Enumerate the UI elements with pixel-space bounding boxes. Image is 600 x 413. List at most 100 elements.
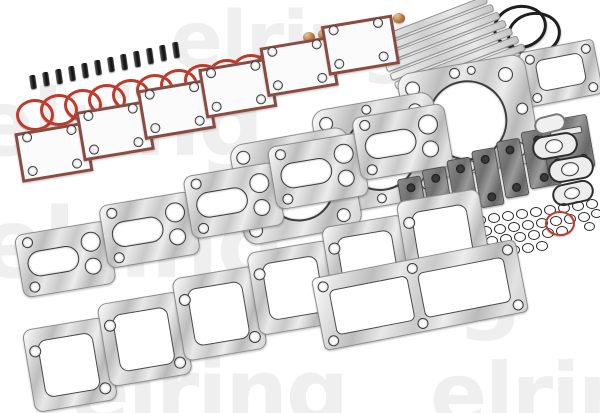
frame-bolt-hole bbox=[255, 93, 267, 106]
valve-stem-seal bbox=[171, 41, 181, 59]
small-black-o-ring bbox=[572, 201, 584, 211]
shim-hole bbox=[486, 191, 498, 203]
valve-pocket bbox=[109, 214, 166, 249]
frame-bolt-hole bbox=[26, 165, 39, 177]
cover-window bbox=[186, 280, 251, 347]
brass-sealing-cap bbox=[393, 13, 405, 23]
bolt-hole bbox=[112, 251, 126, 265]
valve-stem-seal bbox=[29, 74, 37, 90]
side-cover-bolt-hole bbox=[511, 298, 525, 312]
bore-hole bbox=[247, 171, 271, 195]
brass-sealing-cap bbox=[303, 32, 315, 42]
bolt-hole bbox=[21, 236, 34, 250]
small-black-o-ring bbox=[586, 199, 598, 209]
flange-port bbox=[534, 51, 588, 93]
valve-pocket bbox=[194, 185, 250, 220]
bolt-hole bbox=[197, 222, 210, 235]
water-hole bbox=[466, 65, 477, 76]
small-black-o-ring bbox=[514, 232, 526, 242]
flange-bolt-hole bbox=[531, 92, 544, 104]
frame-bolt-hole bbox=[82, 110, 95, 122]
frame-bolt-hole bbox=[71, 157, 83, 170]
head-bolt-hole bbox=[496, 65, 515, 84]
manifold-port bbox=[559, 160, 581, 178]
small-black-o-ring bbox=[591, 209, 600, 218]
shim-hole bbox=[455, 163, 466, 175]
frame-bolt-hole bbox=[272, 79, 284, 92]
bore-hole bbox=[336, 168, 357, 188]
shim-hole bbox=[511, 182, 522, 193]
frame-bolt-hole bbox=[132, 136, 145, 148]
small-black-o-ring bbox=[488, 213, 500, 223]
small-black-o-ring bbox=[502, 211, 514, 221]
frame-bolt-hole bbox=[193, 114, 206, 127]
small-black-o-ring bbox=[528, 230, 540, 240]
small-black-o-ring bbox=[578, 212, 590, 222]
shim-hole bbox=[430, 173, 441, 184]
frame-bolt-hole bbox=[65, 124, 78, 136]
side-cover-window bbox=[416, 256, 512, 319]
bolt-hole bbox=[281, 192, 295, 206]
side-cover-bolt-hole bbox=[327, 334, 341, 348]
valve-stem-seal bbox=[80, 62, 90, 79]
small-black-o-ring bbox=[530, 207, 542, 217]
valve-pocket bbox=[25, 244, 82, 279]
small-black-o-ring bbox=[516, 209, 528, 219]
small-black-o-ring bbox=[584, 222, 595, 231]
side-cover-bolt-hole bbox=[316, 280, 330, 294]
valve-stem-seal bbox=[42, 71, 50, 87]
bore-hole bbox=[252, 197, 272, 218]
watermark-text: elring bbox=[430, 345, 600, 413]
bolt-hole bbox=[189, 177, 203, 191]
valve-stem-seal bbox=[158, 44, 168, 62]
water-hole bbox=[448, 66, 461, 80]
frame-bolt-hole bbox=[333, 58, 345, 70]
frame-bolt-hole bbox=[21, 131, 33, 144]
single-red-o-ring bbox=[545, 211, 575, 236]
frame-bolt-hole bbox=[372, 17, 384, 29]
frame-bolt-hole bbox=[266, 46, 279, 58]
frame-bolt-hole bbox=[205, 67, 217, 79]
bolt-hole bbox=[365, 163, 379, 177]
bore-hole bbox=[167, 227, 188, 247]
cover-window bbox=[111, 306, 177, 373]
shim-hole bbox=[405, 182, 417, 193]
frame-bolt-hole bbox=[127, 102, 139, 115]
fibre-frame bbox=[320, 14, 401, 76]
frame-bolt-hole bbox=[377, 50, 390, 63]
frame-bolt-hole bbox=[310, 38, 323, 51]
manifold-port bbox=[543, 137, 565, 155]
valve-stem-seal bbox=[93, 59, 103, 76]
valve-pocket bbox=[278, 156, 335, 191]
valve-stem-seal bbox=[132, 50, 142, 68]
valve-stem-seal bbox=[54, 68, 64, 85]
valve-stem-seal bbox=[106, 56, 116, 73]
frame-bolt-hole bbox=[188, 81, 200, 93]
manifold-port bbox=[562, 185, 582, 201]
bolt-hole bbox=[358, 119, 372, 132]
small-black-o-ring bbox=[522, 220, 534, 230]
valve-stem-seal bbox=[119, 53, 129, 71]
valve-stem-seal bbox=[145, 47, 155, 65]
bore-hole bbox=[332, 142, 356, 166]
small-black-o-ring bbox=[494, 224, 506, 234]
oil-hole bbox=[515, 101, 530, 116]
valve-stem-seal bbox=[67, 65, 77, 82]
frame-bolt-hole bbox=[327, 24, 340, 37]
frame-bolt-hole bbox=[249, 59, 262, 72]
bore-hole bbox=[416, 112, 440, 136]
small-black-o-ring bbox=[522, 243, 534, 253]
side-cover-bolt-hole bbox=[405, 262, 419, 275]
frame-bolt-hole bbox=[149, 122, 162, 134]
flange-bolt-hole bbox=[524, 53, 536, 66]
small-black-o-ring bbox=[508, 222, 520, 232]
side-cover-bolt-hole bbox=[416, 317, 430, 330]
cover-window bbox=[36, 331, 102, 399]
bore-hole bbox=[79, 230, 103, 254]
side-cover-window bbox=[328, 275, 416, 336]
flange-bolt-hole bbox=[587, 81, 600, 93]
frame-bolt-hole bbox=[316, 72, 329, 84]
side-cover-bolt-hole bbox=[501, 243, 514, 257]
small-black-o-ring bbox=[536, 241, 548, 251]
shim-hole bbox=[479, 154, 491, 165]
